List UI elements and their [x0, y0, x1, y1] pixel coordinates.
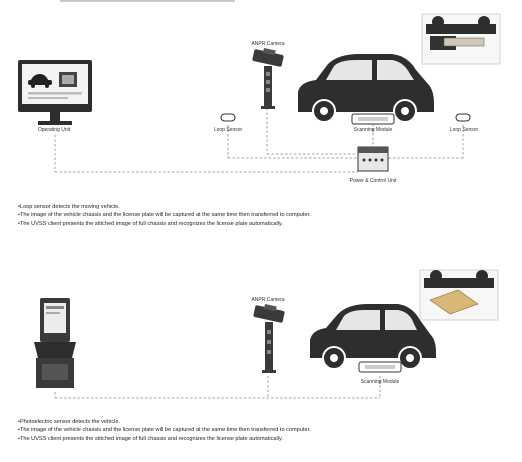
anpr-camera-icon: [252, 47, 284, 109]
operating-unit-label: Operating Unit: [38, 383, 72, 389]
power-control-unit-icon: [357, 146, 389, 172]
chassis-image-thumbnail: [419, 269, 499, 321]
loop-sensor-left-icon: [220, 113, 236, 122]
power-control-unit-label: Power & Control Unit: [349, 178, 397, 184]
note-line: •The image of the vehicle chassis and th…: [18, 212, 311, 219]
diagram-panel-photoelectric-sensor: ANPR Camera Operating Unit Scanning Modu…: [0, 248, 522, 462]
anpr-camera-icon: [253, 303, 285, 373]
scanning-module-icon: [351, 113, 395, 125]
car-icon: [310, 304, 436, 370]
operating-unit-label: Operating Unit: [37, 127, 71, 133]
note-line: •The image of the vehicle chassis and th…: [18, 427, 311, 434]
scanning-module-label: Scanning Module: [353, 127, 393, 133]
scanning-module-icon: [358, 361, 402, 373]
process-notes: •Photoelectric sensor detects the vehicl…: [18, 418, 518, 443]
anpr-camera-label: ANPR Camera: [251, 41, 285, 47]
note-line: •Photoelectric sensor detects the vehicl…: [18, 419, 121, 425]
note-line: •Loop sensor detects the moving vehicle.: [18, 204, 120, 210]
connection-lines: [54, 108, 464, 173]
anpr-camera-label: ANPR Camera: [251, 297, 285, 303]
diagram-panel-loop-sensor: ANPR Camera Operating Unit Loop Sensor S…: [18, 0, 518, 228]
note-line: •The UVSS client presents the stitched i…: [18, 220, 283, 227]
process-notes: •Loop sensor detects the moving vehicle.…: [18, 203, 518, 228]
chassis-image-thumbnail: [421, 13, 501, 65]
loop-sensor-left-label: Loop Sensor: [213, 127, 243, 133]
diagram-bottom-graphics: [34, 269, 499, 399]
connection-lines: [54, 376, 381, 399]
note-line: •The UVSS client presents the stitched i…: [18, 435, 283, 442]
diagram-top-graphics: [18, 13, 501, 173]
scanning-module-label: Scanning Module: [360, 379, 400, 385]
monitor-icon: [18, 60, 92, 125]
loop-sensor-right-label: Loop Sensor: [449, 127, 479, 133]
car-icon: [298, 54, 434, 123]
loop-sensor-right-icon: [455, 113, 471, 122]
kiosk-icon: [34, 298, 76, 388]
divider: [60, 0, 235, 2]
